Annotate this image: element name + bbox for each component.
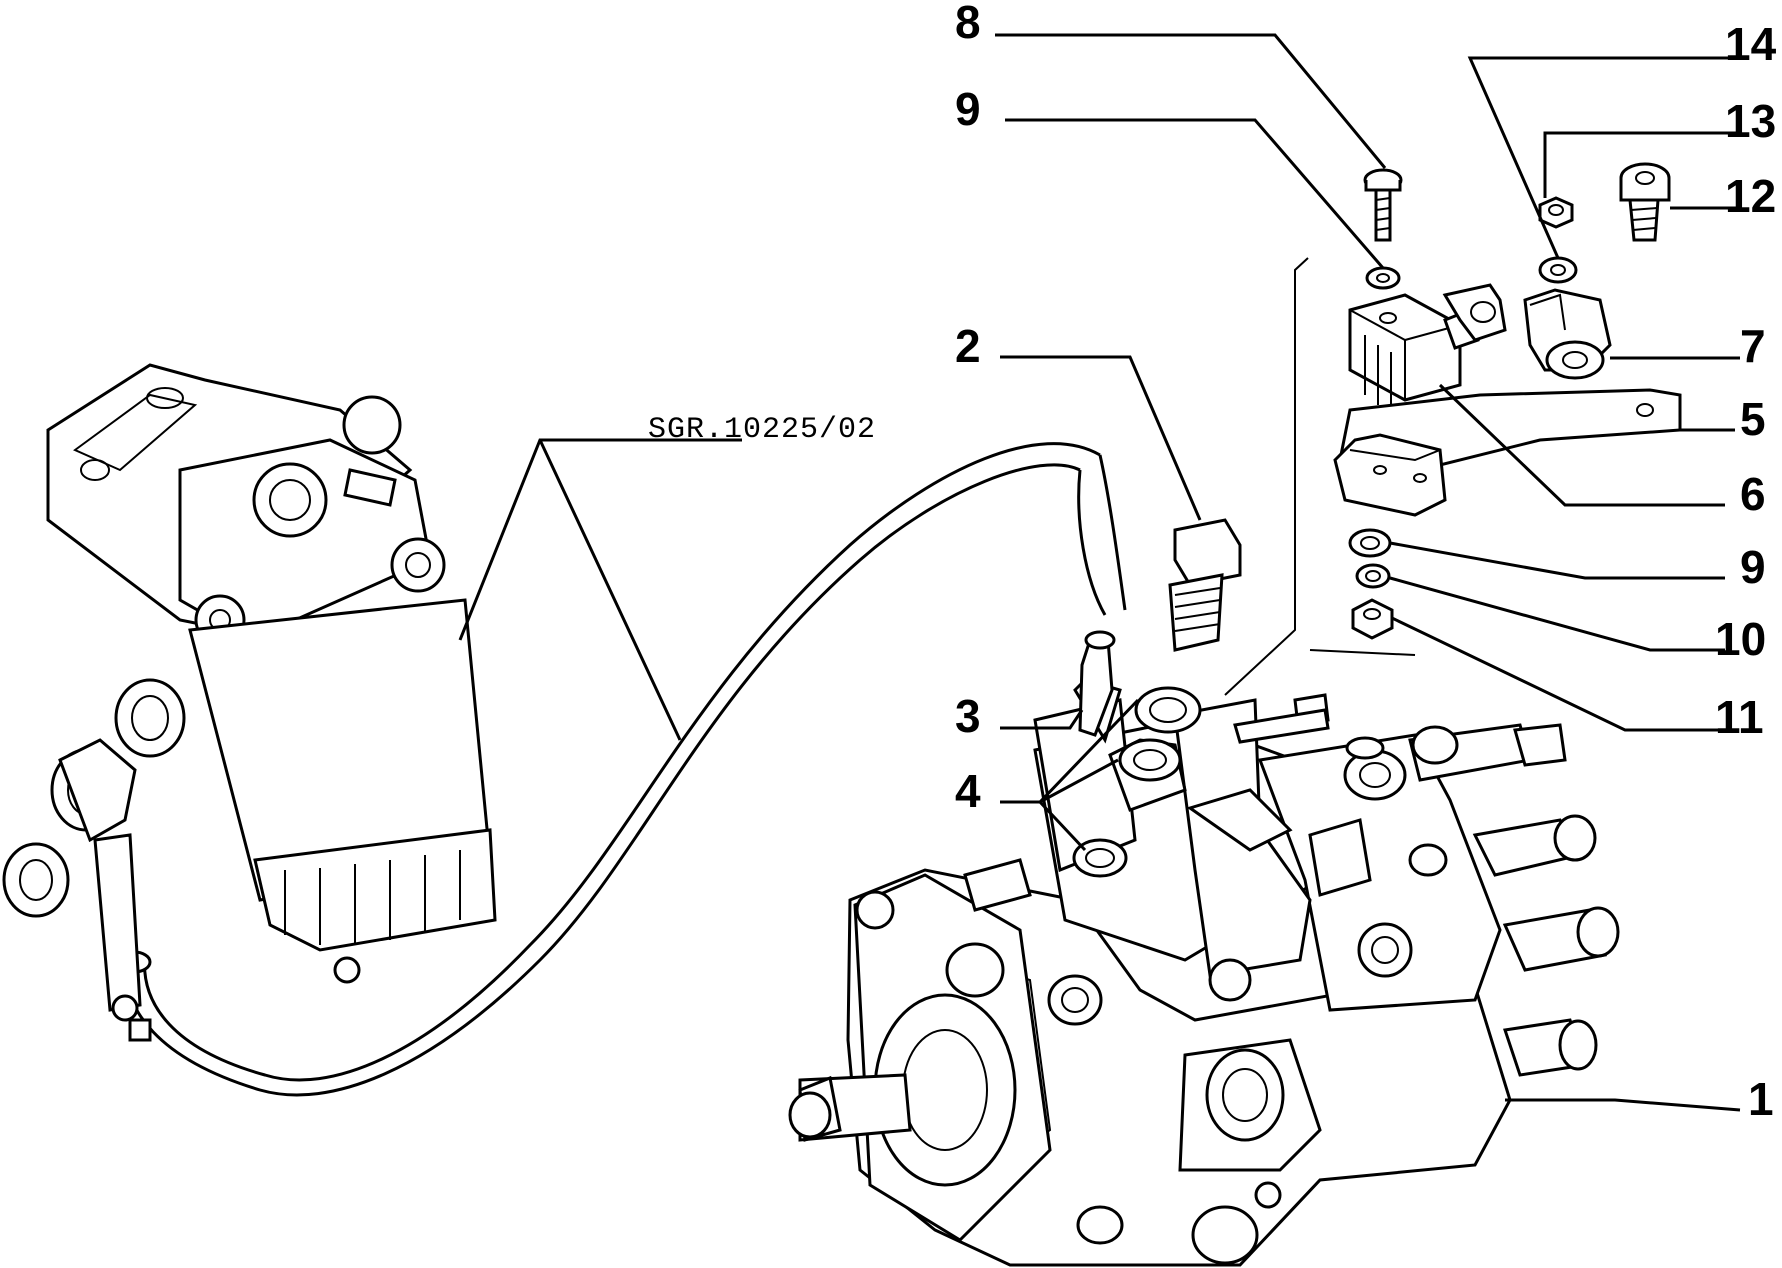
- callout-14: 14: [1725, 18, 1777, 70]
- sealing-washer-lower: [1072, 838, 1128, 878]
- nut-11: [1351, 598, 1394, 640]
- callout-13: 13: [1725, 95, 1776, 147]
- washer-left-2: [2, 842, 70, 918]
- bracket-7: [1523, 288, 1612, 380]
- inlet-fitting: [945, 698, 1137, 1026]
- callout-8: 8: [955, 0, 981, 48]
- assembly-guide-line: [1224, 257, 1309, 696]
- sealing-washer-upper: [1134, 686, 1202, 734]
- callout-9: 9: [955, 83, 981, 135]
- nut-13: [1538, 196, 1574, 229]
- bolt-12: [1619, 162, 1671, 242]
- callout-3: 3: [955, 690, 981, 742]
- washer-10: [1355, 563, 1391, 589]
- callout-10: 10: [1715, 613, 1766, 665]
- outlet-union-1: [1472, 814, 1597, 877]
- banjo-fitting: [50, 738, 142, 1022]
- return-hose: [1078, 630, 1116, 737]
- callout-9-lower: 9: [1740, 541, 1766, 593]
- fuel-filter-assembly: [2, 363, 1127, 1097]
- banjo-bolt: [1168, 518, 1242, 652]
- callout-5: 5: [1740, 393, 1766, 445]
- outlet-union-2: [1502, 906, 1620, 972]
- leader-lines: [458, 33, 1741, 1112]
- callout-12: 12: [1725, 170, 1776, 222]
- callout-2: 2: [955, 320, 981, 372]
- switch-bracket-6: [1333, 433, 1447, 517]
- drawing-reference: SGR.10225/02: [648, 413, 876, 447]
- callout-4: 4: [955, 765, 981, 817]
- washer-left-1: [114, 678, 186, 758]
- outlet-union-3: [1503, 1018, 1598, 1077]
- callout-6: 6: [1740, 468, 1766, 520]
- washer-9-lower: [1348, 528, 1392, 558]
- screw-8: [1363, 168, 1403, 242]
- callout-11: 11: [1715, 691, 1764, 743]
- washer-9-top: [1365, 266, 1401, 290]
- assembly-guide-line-2: [1309, 649, 1416, 656]
- callout-7: 7: [1740, 320, 1766, 372]
- callout-1: 1: [1748, 1073, 1774, 1125]
- washer-14: [1538, 256, 1578, 284]
- switch-clip: [1442, 283, 1507, 342]
- sealing-washer-middle: [1108, 738, 1187, 812]
- injection-pump-assembly: [788, 678, 1620, 1267]
